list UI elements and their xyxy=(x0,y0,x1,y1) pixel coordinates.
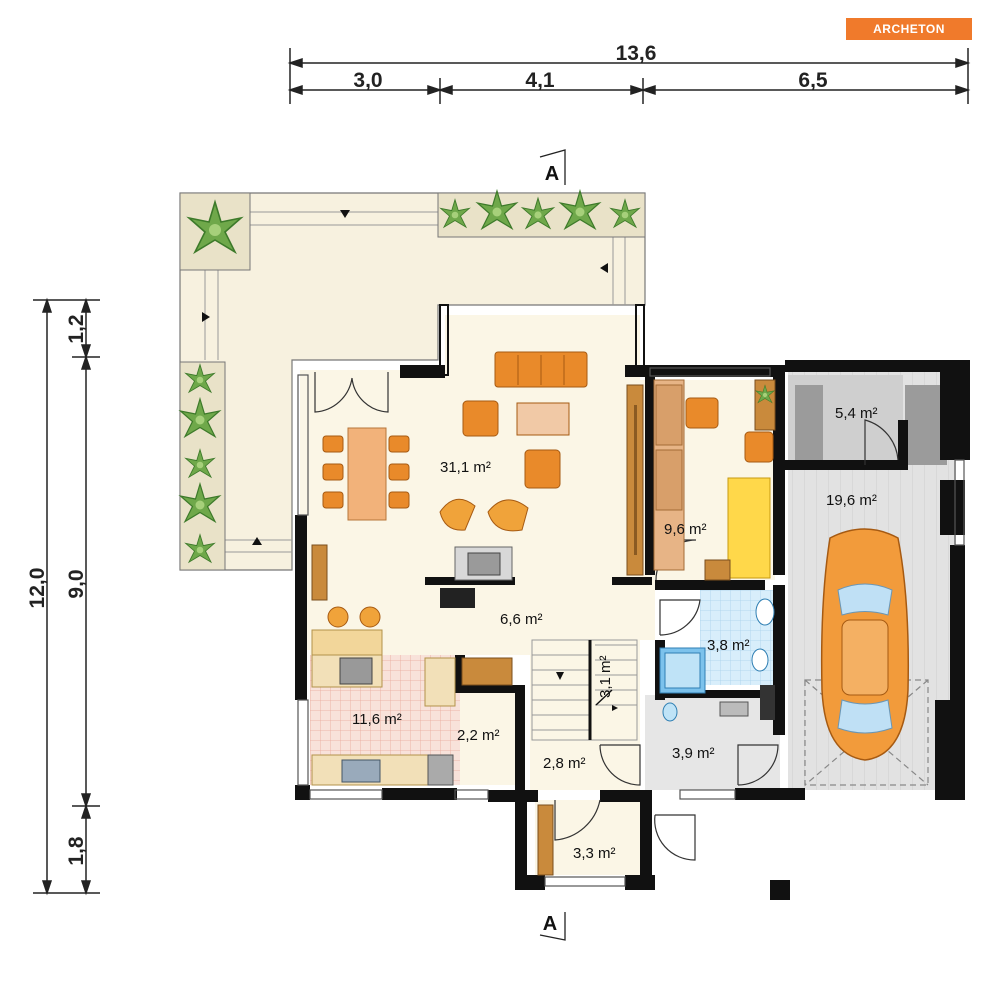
svg-text:A: A xyxy=(545,163,559,185)
room-vestibule-area: 2,8 m² xyxy=(543,755,586,772)
top-dimension-lines xyxy=(287,48,971,104)
dim-top-segment-2: 4,1 xyxy=(525,69,555,92)
room-bath-area: 3,8 m² xyxy=(707,637,750,654)
dim-left-segment-3: 1,8 xyxy=(65,836,88,866)
garage xyxy=(804,528,929,786)
room-entry-area: 3,3 m² xyxy=(573,845,616,862)
left-dimension-lines xyxy=(33,297,100,896)
room-study-area: 9,6 m² xyxy=(664,521,707,538)
room-living-area: 31,1 m² xyxy=(440,459,491,476)
section-marker-top: A xyxy=(539,149,566,185)
room-stairs-area: 3,1 m² xyxy=(597,655,614,698)
dining-set xyxy=(322,427,410,521)
dim-left-segment-2: 9,0 xyxy=(65,569,88,598)
dim-top-segment-1: 3,0 xyxy=(353,69,382,92)
room-garage-area: 19,6 m² xyxy=(826,492,877,509)
room-utility-area: 3,9 m² xyxy=(672,745,715,762)
archeton-logo: ARCHETON xyxy=(846,18,972,40)
walls xyxy=(295,304,970,900)
section-marker-bottom: A xyxy=(539,912,566,941)
staircase xyxy=(531,639,638,741)
room-hall-area: 6,6 m² xyxy=(500,611,543,628)
svg-text:A: A xyxy=(543,913,557,935)
dim-top-segment-3: 6,5 xyxy=(798,69,828,92)
kitchen-furniture xyxy=(311,606,513,786)
study-furniture xyxy=(653,379,776,581)
room-storage-area: 5,4 m² xyxy=(835,405,878,422)
dim-left-segment-1: 1,2 xyxy=(65,314,88,343)
living-furniture xyxy=(311,351,644,608)
terrace xyxy=(179,192,646,571)
dim-left-total: 12,0 xyxy=(26,568,49,609)
room-labels: 31,1 m² 9,6 m² 6,6 m² 3,8 m² 3,1 m² 11,6… xyxy=(352,405,878,862)
room-pantry-area: 2,2 m² xyxy=(457,727,500,744)
dim-top-total: 13,6 xyxy=(616,42,657,65)
car xyxy=(820,528,910,761)
windows xyxy=(297,367,965,887)
room-kitchen-area: 11,6 m² xyxy=(352,711,402,728)
entry-wardrobe xyxy=(537,804,554,876)
bathroom-fixtures xyxy=(659,598,775,722)
